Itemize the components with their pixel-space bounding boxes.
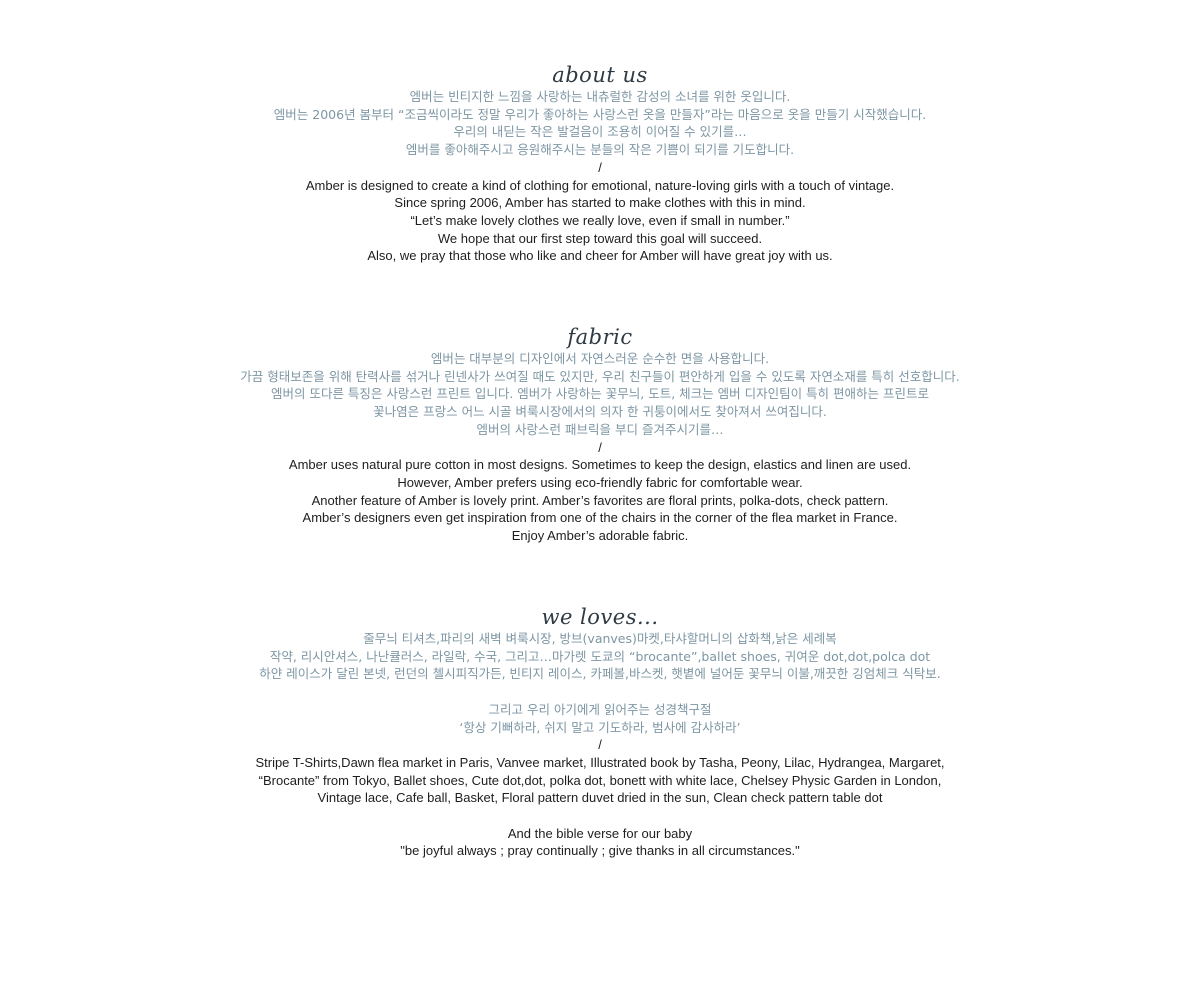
loves-en-extra-line: And the bible verse for our baby (507, 825, 693, 841)
loves-ko-line: 작약, 리시안셔스, 나난큘러스, 라일락, 수국, 그리고…마가렛 도쿄의 “… (269, 648, 931, 664)
fabric-en-line: Amber’s designers even get inspiration f… (302, 510, 898, 526)
fabric-ko-line: 꽃나염은 프랑스 어느 시골 벼룩시장에서의 의자 한 귀퉁이에서도 찾아져서 … (373, 404, 827, 420)
loves-en-extra-line: "be joyful always ; pray continually ; g… (400, 843, 800, 859)
fabric-ko-line: 엠버의 사랑스런 패브릭을 부디 즐겨주시기를… (476, 421, 724, 437)
about-section: about us 엠버는 빈티지한 느낌을 사랑하는 내츄럴한 감성의 소녀를 … (0, 62, 1200, 265)
fabric-en-line: However, Amber prefers using eco-friendl… (397, 474, 803, 490)
loves-en-line: “Brocante” from Tokyo, Ballet shoes, Cut… (258, 772, 942, 788)
loves-en-line: Vintage lace, Cafe ball, Basket, Floral … (317, 790, 883, 806)
spacer (0, 683, 1200, 701)
about-heading: about us (552, 63, 648, 87)
fabric-ko-line: 엠버는 대부분의 디자인에서 자연스러운 순수한 면을 사용합니다. (430, 351, 770, 366)
fabric-separator: / (598, 439, 602, 455)
fabric-section: fabric 엠버는 대부분의 디자인에서 자연스러운 순수한 면을 사용합니다… (0, 324, 1200, 545)
about-ko-line: 엠버는 빈티지한 느낌을 사랑하는 내츄럴한 감성의 소녀를 위한 옷입니다. (409, 89, 791, 104)
about-en-line: “Let’s make lovely clothes we really lov… (410, 212, 790, 228)
loves-separator: / (598, 737, 602, 753)
loves-ko-extra-line: 그리고 우리 아기에게 읽어주는 성경책구절 (488, 701, 712, 717)
loves-en-line: Stripe T-Shirts,Dawn flea market in Pari… (255, 754, 945, 770)
about-en-line: Amber is designed to create a kind of cl… (305, 177, 895, 193)
about-en-line: Also, we pray that those who like and ch… (367, 248, 833, 264)
about-en-line: We hope that our first step toward this … (437, 230, 763, 246)
loves-heading: we loves... (541, 605, 659, 629)
fabric-ko-line: 가끔 형태보존을 위해 탄력사를 섞거나 린넨사가 쓰여질 때도 있지만, 우리… (240, 368, 960, 384)
loves-ko-line: 하얀 레이스가 달린 본넷, 런던의 첼시피직가든, 빈티지 레이스, 카페볼,… (259, 666, 941, 682)
about-ko-line: 엠버는 2006년 봄부터 “조금씩이라도 정말 우리가 좋아하는 사랑스런 옷… (273, 106, 927, 122)
loves-ko-extra-line: ‘항상 기뻐하라, 쉬지 말고 기도하라, 범사에 감사하라’ (459, 719, 741, 735)
fabric-ko-line: 엠버의 또다른 특징은 사랑스런 프린트 입니다. 엠버가 사랑하는 꽃무늬, … (270, 386, 930, 402)
spacer (0, 807, 1200, 825)
fabric-heading: fabric (567, 325, 633, 349)
about-separator: / (598, 159, 602, 175)
loves-ko-line: 줄무늬 티셔츠,파리의 새벽 벼룩시장, 방브(vanves)마켓,타샤할머니의… (363, 631, 837, 646)
fabric-en-line: Another feature of Amber is lovely print… (311, 492, 889, 508)
loves-section: we loves... 줄무늬 티셔츠,파리의 새벽 벼룩시장, 방브(vanv… (0, 604, 1200, 860)
fabric-en-line: Enjoy Amber’s adorable fabric. (511, 528, 689, 544)
fabric-en-line: Amber uses natural pure cotton in most d… (288, 457, 912, 473)
about-ko-line: 우리의 내딛는 작은 발걸음이 조용히 이어질 수 있기를… (453, 124, 747, 140)
about-en-line: Since spring 2006, Amber has started to … (394, 195, 806, 211)
about-ko-line: 엠버를 좋아해주시고 응원해주시는 분들의 작은 기쁨이 되기를 기도합니다. (405, 142, 795, 158)
